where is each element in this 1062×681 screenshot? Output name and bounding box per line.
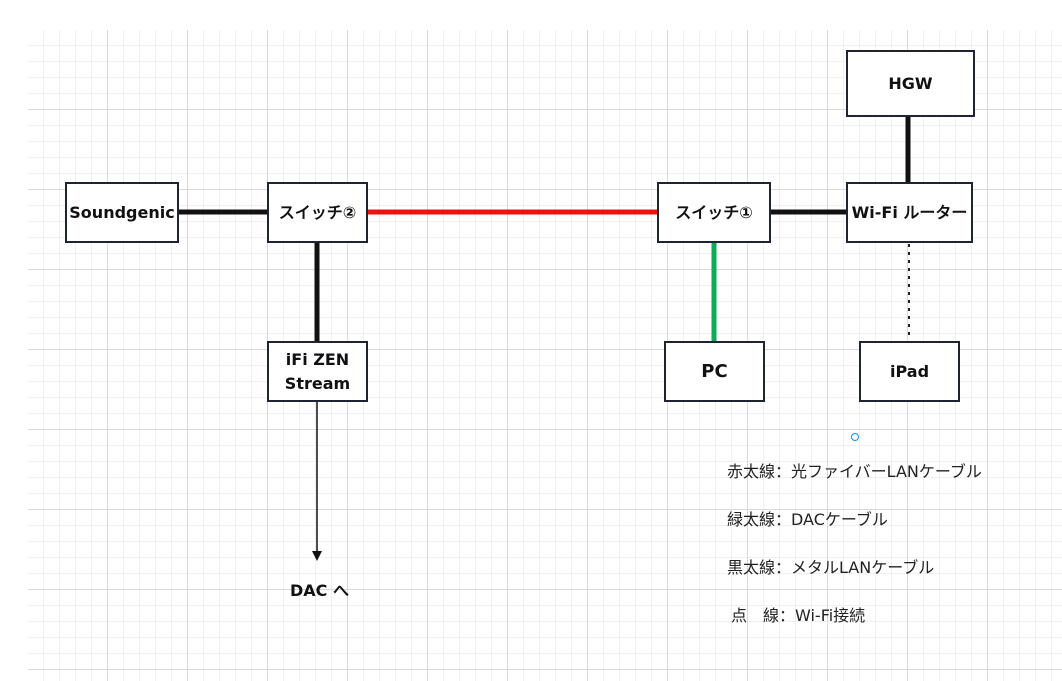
arrowhead-icon [312, 551, 322, 561]
node-ipad[interactable]: iPad [859, 341, 960, 402]
selection-handle[interactable] [851, 433, 859, 441]
node-pc[interactable]: PC [664, 341, 765, 402]
legend-dotted-line[interactable]: 点 線：Wi-Fi接続 [731, 606, 866, 625]
legend-red-line[interactable]: 赤太線：光ファイバーLANケーブル [727, 462, 982, 481]
legend-green-line[interactable]: 緑太線：DACケーブル [727, 510, 888, 529]
node-ifi-zen-stream[interactable]: iFi ZEN Stream [267, 341, 368, 402]
node-switch1[interactable]: スイッチ① [657, 182, 771, 243]
legend-black-line[interactable]: 黒太線：メタルLANケーブル [727, 558, 935, 577]
node-hgw[interactable]: HGW [846, 50, 975, 117]
node-switch2[interactable]: スイッチ② [267, 182, 368, 243]
dac-arrow-label[interactable]: DAC へ [290, 581, 349, 600]
node-soundgenic[interactable]: Soundgenic [65, 182, 179, 243]
node-wifi-router[interactable]: Wi-Fi ルーター [846, 182, 973, 243]
